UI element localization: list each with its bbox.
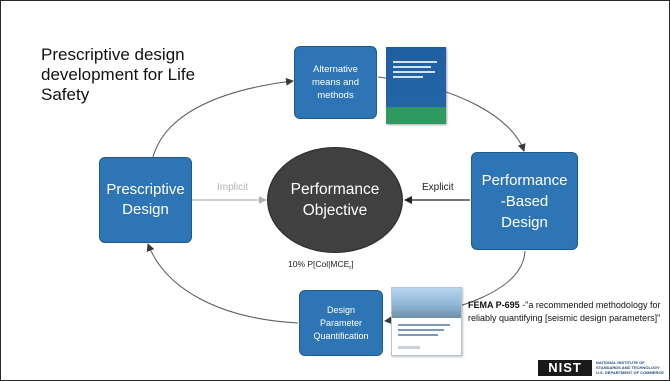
design-parameter-quantification-box: Design Parameter Quantification: [299, 290, 383, 356]
fema-title: FEMA P-695: [468, 300, 520, 310]
performance-objective-ellipse: Performance Objective: [267, 147, 403, 253]
slide-title: Prescriptive design development for Life…: [41, 45, 196, 104]
objective-line-1: Performance: [290, 181, 380, 198]
implicit-label: Implicit: [217, 182, 249, 193]
alternative-line-3: methods: [317, 90, 354, 101]
collapse-probability-label: 10% P[Col|MCEr]: [288, 259, 354, 272]
objective-line-2: Objective: [302, 202, 368, 219]
arc-dpq-to-prescriptive: [146, 243, 299, 324]
fema-text: -"a recommended methodology for reliably…: [468, 300, 661, 323]
prescriptive-design-box: Prescriptive Design: [99, 157, 192, 243]
dpq-line-3: Quantification: [313, 330, 369, 341]
formula-subscript: r: [349, 265, 352, 272]
prescriptive-line-2: Design: [122, 201, 169, 218]
alternative-means-box: Alternative means and methods: [294, 46, 377, 119]
alternative-line-2: means and: [311, 77, 359, 88]
nist-tagline: NATIONAL INSTITUTE OF STANDARDS AND TECH…: [596, 360, 664, 375]
fema-quote: FEMA P-695 -"a recommended methodology f…: [468, 299, 663, 324]
dpq-line-2: Parameter: [319, 317, 362, 328]
formula-main: 10% P[Col|MCE: [288, 259, 350, 269]
formula-close: ]: [351, 259, 354, 269]
arc-prescriptive-to-alternative: [152, 77, 294, 158]
prescriptive-line-1: Prescriptive: [106, 181, 185, 198]
performance-based-line-3: Design: [501, 213, 548, 231]
alternative-means-book-cover: [386, 47, 446, 124]
building-photo: [392, 288, 461, 318]
performance-based-line-1: Performance: [481, 171, 568, 189]
performance-based-line-2: -Based: [500, 192, 549, 210]
performance-based-design-box: Performance -Based Design: [471, 152, 578, 250]
fema-report-cover: [391, 287, 462, 356]
explicit-label: Explicit: [422, 182, 454, 193]
nist-logo: NIST: [538, 360, 592, 376]
dpq-line-1: Design: [326, 304, 355, 315]
alternative-line-1: Alternative: [313, 64, 358, 75]
